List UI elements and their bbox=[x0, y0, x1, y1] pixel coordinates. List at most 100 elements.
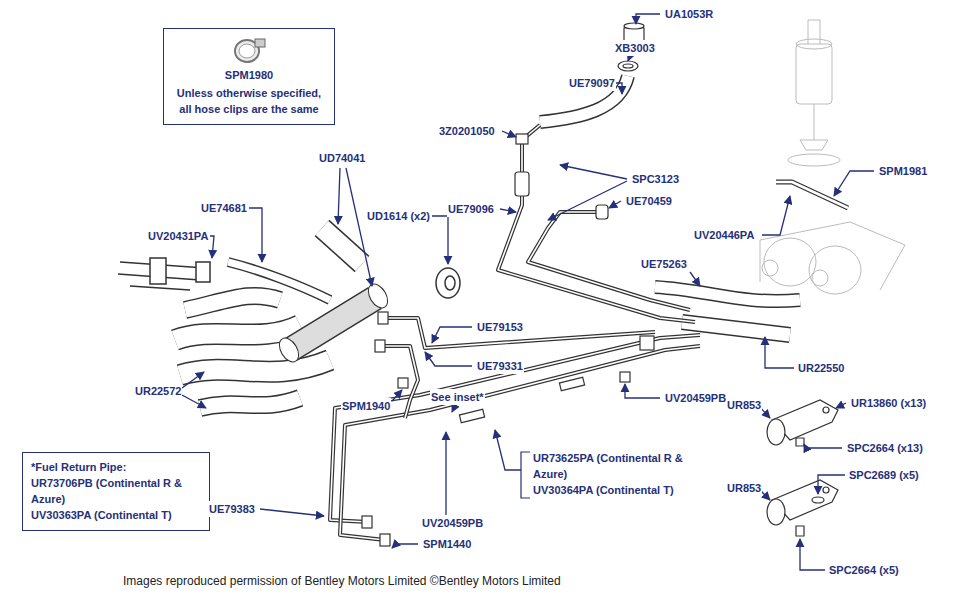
pump-assembly bbox=[760, 20, 905, 294]
leader-arrow bbox=[836, 403, 846, 408]
part-number: UE79097 bbox=[568, 75, 616, 91]
coupling bbox=[515, 172, 529, 196]
part-number: UV30364PA (Continental T) bbox=[532, 482, 675, 498]
leader-arrow bbox=[762, 196, 790, 235]
part-number: UE75263 bbox=[640, 256, 688, 272]
fuel-rail bbox=[118, 258, 210, 290]
part-number: UV20431PA bbox=[147, 228, 209, 244]
filler-cap bbox=[618, 61, 638, 71]
leader-arrow bbox=[500, 209, 516, 212]
pipe bbox=[330, 335, 700, 522]
filler-cap bbox=[624, 23, 644, 29]
part-number: UV20459PB bbox=[421, 515, 484, 531]
hose bbox=[322, 228, 362, 264]
fuel-filter bbox=[290, 298, 375, 350]
hose bbox=[540, 76, 628, 122]
pipe-clip bbox=[767, 419, 785, 445]
pipe bbox=[383, 318, 655, 348]
leader-arrow bbox=[392, 390, 402, 401]
inset-box: *Fuel Return Pipe:UR73706PB (Continental… bbox=[22, 452, 210, 531]
hose bbox=[185, 296, 280, 310]
leader-arrow bbox=[210, 236, 214, 258]
grommet bbox=[436, 268, 460, 298]
leader-arrow bbox=[452, 406, 455, 412]
hose bbox=[185, 296, 280, 310]
part-number: UE74681 bbox=[200, 200, 248, 216]
pump-assembly bbox=[796, 39, 832, 49]
hose bbox=[175, 325, 300, 340]
fuel-filter bbox=[275, 281, 391, 366]
part-number: See inset* bbox=[430, 389, 485, 405]
leader-arrow bbox=[425, 352, 472, 366]
part-number: UV20446PA bbox=[693, 227, 755, 243]
pump-assembly bbox=[808, 20, 820, 44]
pipe bbox=[330, 335, 700, 522]
part-number: SPC2664 (x5) bbox=[828, 562, 900, 578]
fuel-rail bbox=[150, 258, 166, 284]
part-number: SPC2664 (x13) bbox=[846, 440, 924, 456]
part-number: XB3003 bbox=[614, 40, 656, 56]
leader-arrow bbox=[690, 272, 700, 286]
coupling bbox=[516, 134, 528, 144]
leader-arrow bbox=[636, 14, 660, 24]
leader-arrow bbox=[818, 475, 845, 494]
pump-assembly bbox=[809, 246, 861, 294]
part-number: UR73625PA (Continental R & Azure) bbox=[532, 450, 692, 482]
leader-arrow bbox=[628, 56, 630, 61]
pipe-clip bbox=[823, 407, 829, 413]
part-number: UR853 bbox=[726, 480, 762, 496]
hose bbox=[175, 325, 300, 340]
part-number: UR13860 (x13) bbox=[850, 395, 927, 411]
part-number: UD74041 bbox=[318, 150, 366, 166]
part-number: 3Z0201050 bbox=[438, 123, 496, 139]
box-heading: *Fuel Return Pipe: bbox=[31, 459, 201, 475]
coupling bbox=[620, 372, 630, 382]
hose bbox=[540, 76, 628, 122]
leader-arrow bbox=[765, 337, 794, 368]
pipe-clip bbox=[767, 499, 785, 525]
leader-arrow bbox=[548, 181, 627, 220]
pump-assembly bbox=[788, 154, 840, 166]
fuel-rail bbox=[196, 262, 210, 282]
hose bbox=[228, 262, 330, 300]
hose bbox=[175, 76, 800, 408]
leader-arrow bbox=[338, 168, 340, 224]
leader-arrow bbox=[392, 544, 418, 548]
pipe-clip bbox=[796, 526, 804, 536]
pipe bbox=[776, 182, 848, 208]
part-number: SPC2689 (x5) bbox=[848, 467, 920, 483]
coupling bbox=[559, 377, 584, 391]
pipe bbox=[528, 212, 690, 310]
fuel-filter bbox=[364, 281, 391, 312]
pump-assembly bbox=[812, 270, 828, 286]
hose bbox=[655, 287, 800, 301]
filler-cap bbox=[623, 64, 633, 68]
pipe bbox=[340, 346, 700, 540]
leader-arrow bbox=[495, 430, 521, 470]
box-heading: SPM1980 bbox=[172, 67, 326, 83]
coupling bbox=[459, 409, 484, 423]
part-number: UR853 bbox=[726, 397, 762, 413]
leader-arrow bbox=[609, 201, 621, 208]
pump-assembly bbox=[760, 222, 905, 290]
leader-arrow bbox=[432, 216, 448, 264]
leader-arrow bbox=[616, 83, 622, 94]
part-number: UR22550 bbox=[797, 360, 845, 376]
leader-arrow bbox=[249, 208, 262, 262]
box-note: Unless otherwise specified, all hose cli… bbox=[172, 85, 326, 117]
pump-assembly bbox=[764, 238, 816, 286]
pipe-clip bbox=[812, 497, 824, 503]
part-number: UE79383 bbox=[208, 501, 256, 517]
pump-assembly bbox=[796, 44, 832, 104]
hose bbox=[682, 322, 790, 335]
leader-arrow bbox=[560, 165, 627, 179]
caption: Images reproduced permission of Bentley … bbox=[123, 574, 561, 588]
coupling bbox=[398, 378, 408, 388]
note-box: SPM1980Unless otherwise specified, all h… bbox=[163, 28, 335, 125]
leader-arrow bbox=[834, 171, 874, 196]
pump-assembly bbox=[762, 260, 778, 276]
hose-clip-icon bbox=[239, 44, 255, 58]
coupling bbox=[380, 534, 390, 546]
hose bbox=[200, 398, 300, 408]
hose bbox=[228, 262, 330, 300]
